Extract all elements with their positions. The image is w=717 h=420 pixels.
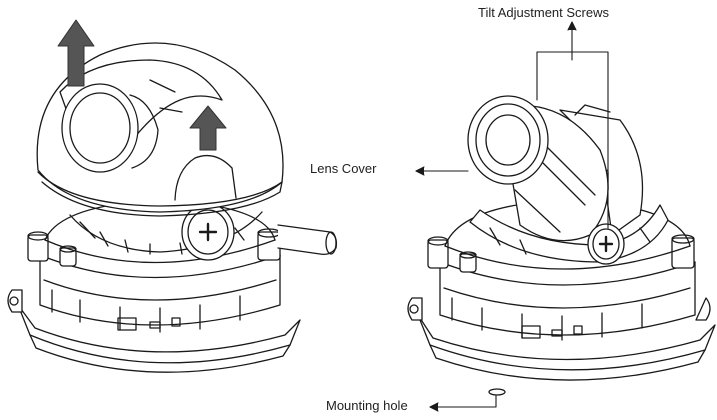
left-base-housing [7,199,338,333]
right-base-plate [417,314,716,371]
screw-icon [598,235,614,253]
left-camera [7,19,338,373]
up-arrow-icon [189,105,227,151]
left-dome-cover [36,42,284,217]
left-base-plate [17,304,301,364]
right-camera [407,95,716,396]
screw-icon [198,222,218,242]
tilt-adjustment-screws-label: Tilt Adjustment Screws [478,5,610,20]
left-inner-module [69,203,263,261]
mounting-hole-label: Mounting hole [326,398,408,413]
callout-lines [415,21,609,412]
lens-cover-label: Lens Cover [310,161,377,176]
up-arrow-icon [57,19,95,87]
left-lift-arrows [57,19,227,151]
right-camera-module [467,95,669,265]
right-base-housing [407,199,711,341]
mounting-hole-leader-line [429,395,497,408]
